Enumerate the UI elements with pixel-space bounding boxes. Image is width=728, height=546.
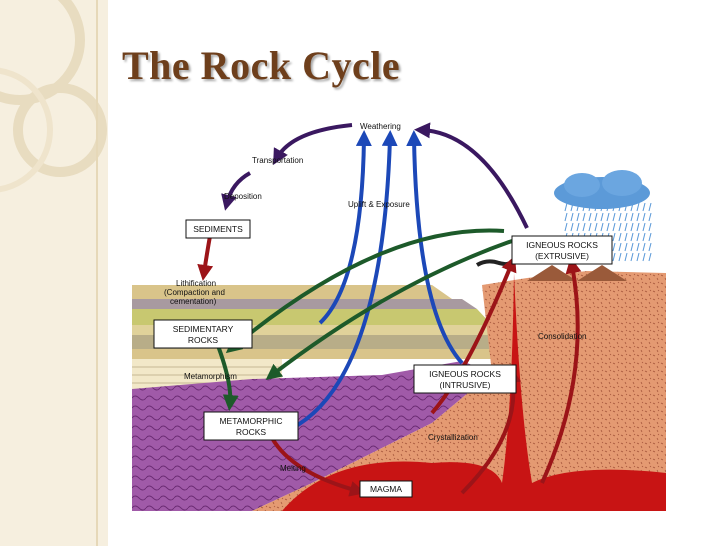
svg-text:SEDIMENTARY: SEDIMENTARY bbox=[173, 324, 234, 334]
side-divider bbox=[96, 0, 98, 546]
compaction-label: (Compaction and bbox=[164, 288, 225, 297]
metamorphism-arrows bbox=[215, 228, 513, 411]
page-title: The Rock Cycle bbox=[122, 43, 401, 88]
volcano-smoke bbox=[475, 259, 511, 267]
magma-box: MAGMA bbox=[359, 480, 413, 498]
igneous-extrusive-box: IGNEOUS ROCKS (EXTRUSIVE) bbox=[511, 235, 613, 265]
rock-cycle-diagram: SEDIMENTS SEDIMENTARY ROCKS METAMORPHIC … bbox=[132, 122, 666, 511]
deposition-label: Deposition bbox=[224, 192, 262, 201]
mountains bbox=[527, 265, 627, 281]
metamorphic-rocks-box: METAMORPHIC ROCKS bbox=[203, 411, 299, 441]
svg-text:(EXTRUSIVE): (EXTRUSIVE) bbox=[535, 251, 589, 261]
weathering-label: Weathering bbox=[360, 122, 401, 131]
svg-text:MAGMA: MAGMA bbox=[370, 484, 402, 494]
svg-text:ROCKS: ROCKS bbox=[236, 427, 267, 437]
svg-text:ROCKS: ROCKS bbox=[188, 335, 219, 345]
svg-text:IGNEOUS ROCKS: IGNEOUS ROCKS bbox=[429, 369, 501, 379]
igneous-region bbox=[252, 271, 666, 511]
transportation-label: Transportation bbox=[252, 156, 303, 165]
magma-chamber bbox=[282, 273, 666, 511]
decorative-circles bbox=[0, 0, 107, 193]
slide-decoration bbox=[0, 0, 108, 546]
consolidation-label: Consolidation bbox=[538, 332, 586, 341]
weathering-arrows bbox=[221, 122, 529, 229]
sediments-box: SEDIMENTS bbox=[185, 219, 251, 239]
uplift-arrows bbox=[281, 130, 464, 435]
metamorphism-label: Metamorphism bbox=[184, 372, 237, 381]
svg-text:SEDIMENTS: SEDIMENTS bbox=[193, 224, 243, 234]
cementation-label: cementation) bbox=[170, 297, 217, 306]
uplift-exposure-label: Uplift & Exposure bbox=[348, 200, 410, 209]
metamorphic-band bbox=[132, 361, 492, 511]
crystallization-label: Crystallization bbox=[428, 433, 478, 442]
sedimentary-rocks-box: SEDIMENTARY ROCKS bbox=[153, 319, 253, 349]
melting-label: Melting bbox=[280, 464, 306, 473]
svg-text:IGNEOUS ROCKS: IGNEOUS ROCKS bbox=[526, 240, 598, 250]
svg-text:METAMORPHIC: METAMORPHIC bbox=[219, 416, 282, 426]
igneous-intrusive-box: IGNEOUS ROCKS (INTRUSIVE) bbox=[413, 364, 517, 394]
svg-text:(INTRUSIVE): (INTRUSIVE) bbox=[440, 380, 491, 390]
lithification-label: Lithification bbox=[176, 279, 216, 288]
